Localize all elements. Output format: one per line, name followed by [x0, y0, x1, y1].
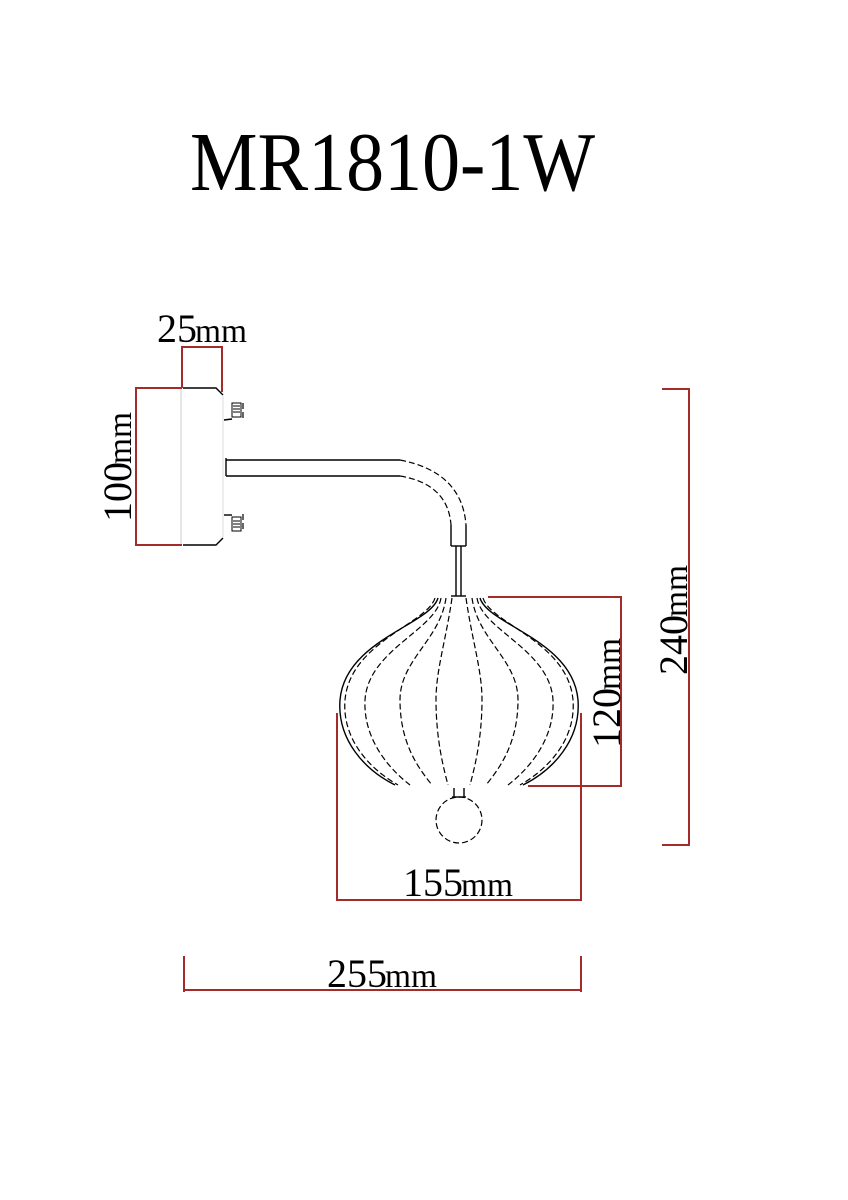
- model-title: MR1810-1W: [190, 116, 596, 209]
- svg-text:120: 120: [584, 688, 629, 748]
- screw-icon-bottom: [224, 514, 244, 532]
- svg-text:mm: mm: [102, 412, 139, 464]
- svg-text:155: 155: [403, 860, 463, 905]
- dimension-plate-height: 100 mm: [95, 387, 182, 546]
- lamp-shade: [339, 597, 579, 786]
- svg-text:100: 100: [95, 462, 140, 522]
- wall-plate: [180, 387, 224, 546]
- dimension-shade-height: 120 mm: [488, 596, 629, 787]
- svg-text:mm: mm: [195, 313, 247, 350]
- svg-text:25: 25: [157, 306, 197, 351]
- svg-text:240: 240: [651, 615, 696, 675]
- svg-text:255: 255: [327, 951, 387, 996]
- finial-ball: [435, 788, 483, 844]
- dimension-shade-width: 155 mm: [336, 713, 582, 905]
- svg-text:mm: mm: [591, 638, 628, 690]
- lamp-arm: [225, 458, 467, 597]
- screw-icon-top: [223, 402, 244, 421]
- dimension-plate-depth: 25 mm: [157, 306, 247, 392]
- svg-text:mm: mm: [658, 565, 695, 617]
- svg-text:mm: mm: [385, 958, 437, 995]
- dimension-total-height: 240 mm: [651, 388, 696, 846]
- svg-text:mm: mm: [461, 867, 513, 904]
- dimension-total-projection: 255 mm: [183, 951, 582, 996]
